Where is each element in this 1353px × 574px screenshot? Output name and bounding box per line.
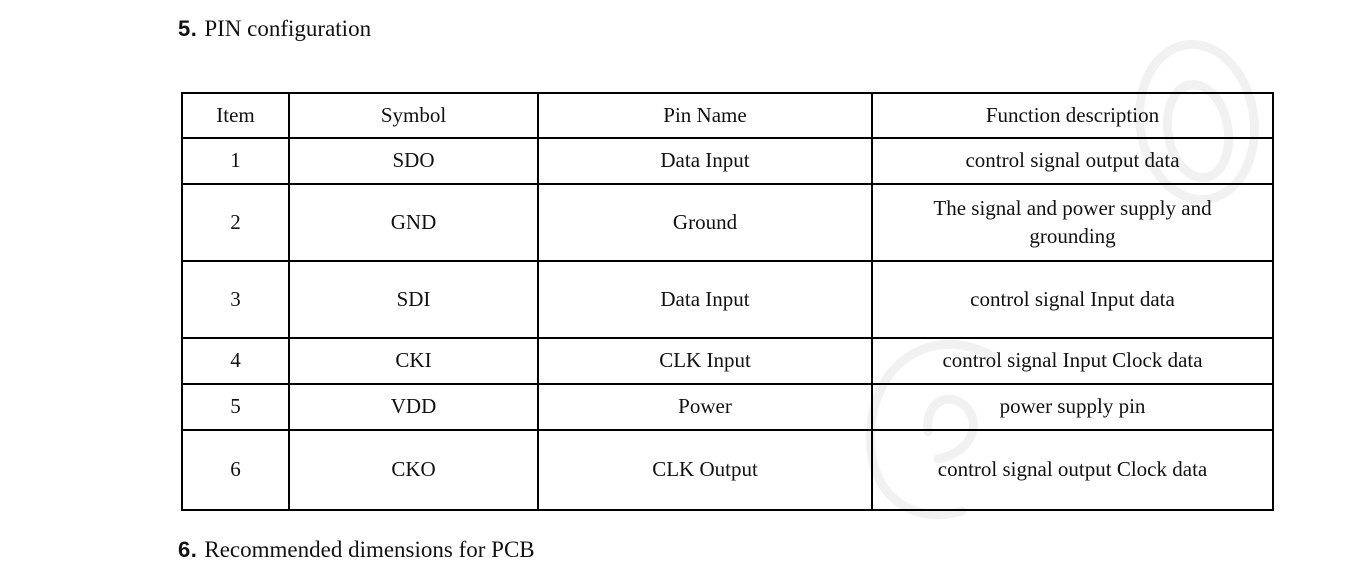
function-cell: control signal Input Clock data [871, 337, 1274, 385]
function-cell: control signal Input data [871, 260, 1274, 339]
pin-name-cell: Ground [537, 183, 873, 262]
pin-name-cell: Data Input [537, 260, 873, 339]
pin-name-cell: CLK Output [537, 429, 873, 511]
item-cell: 5 [181, 383, 290, 431]
col-header-symbol: Symbol [288, 92, 539, 139]
function-cell: power supply pin [871, 383, 1274, 431]
section-6-heading: 6.Recommended dimensions for PCB [178, 537, 535, 563]
pin-name-cell: Data Input [537, 137, 873, 185]
symbol-cell: VDD [288, 383, 539, 431]
symbol-cell: SDO [288, 137, 539, 185]
symbol-cell: GND [288, 183, 539, 262]
function-cell: control signal output data [871, 137, 1274, 185]
section-6-title: Recommended dimensions for PCB [204, 537, 535, 562]
function-cell: control signal output Clock data [871, 429, 1274, 511]
col-header-function-description: Function description [871, 92, 1274, 139]
section-5-title: PIN configuration [204, 16, 372, 41]
item-cell: 1 [181, 137, 290, 185]
table-header-row: Item Symbol Pin Name Function descriptio… [181, 92, 1274, 139]
symbol-cell: SDI [288, 260, 539, 339]
item-cell: 4 [181, 337, 290, 385]
section-5-number: 5. [178, 16, 198, 41]
pin-name-cell: Power [537, 383, 873, 431]
pin-name-cell: CLK Input [537, 337, 873, 385]
function-cell: The signal and power supply and groundin… [871, 183, 1274, 262]
section-5-heading: 5.PIN configuration [178, 16, 371, 42]
symbol-cell: CKO [288, 429, 539, 511]
item-cell: 6 [181, 429, 290, 511]
col-header-pin-name: Pin Name [537, 92, 873, 139]
section-6-number: 6. [178, 537, 198, 562]
pin-configuration-table: Item Symbol Pin Name Function descriptio… [181, 92, 1274, 511]
item-cell: 2 [181, 183, 290, 262]
item-cell: 3 [181, 260, 290, 339]
col-header-item: Item [181, 92, 290, 139]
symbol-cell: CKI [288, 337, 539, 385]
